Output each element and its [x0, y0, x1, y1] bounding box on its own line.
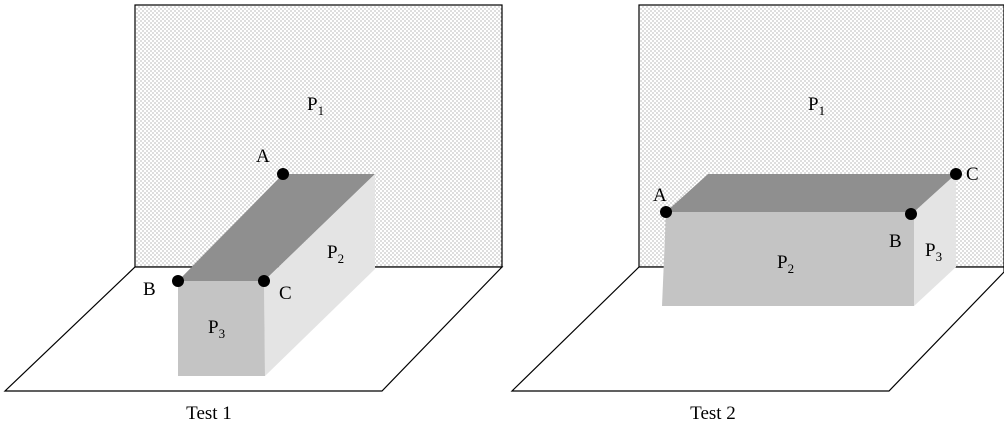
wall-label-sub: 1	[318, 103, 325, 118]
point-label-c: C	[279, 283, 292, 304]
face-label-sub: 3	[219, 326, 226, 341]
box-front-face-p2	[662, 212, 914, 306]
panel-test-1: P1 P2 P3 A B C Test 1	[3, 4, 504, 424]
face-label-sub: 3	[936, 249, 943, 264]
wall-label-p1: P1	[307, 94, 324, 118]
point-label-a: A	[256, 146, 270, 167]
point-label-b: B	[889, 231, 902, 252]
point-c	[258, 275, 270, 287]
face-label-sub: 2	[788, 261, 795, 276]
wall-label-p1: P1	[808, 94, 825, 118]
point-c	[950, 168, 962, 180]
face-label-main: P	[327, 242, 338, 263]
box-side-face-p2	[264, 174, 375, 376]
wall-label-main: P	[307, 94, 318, 115]
face-label-sub: 2	[338, 251, 345, 266]
face-label-main: P	[208, 317, 219, 338]
caption-test-2: Test 2	[690, 403, 736, 424]
box-side-face-p3	[914, 174, 956, 306]
wall-label-sub: 1	[819, 103, 826, 118]
face-label-p2: P2	[777, 252, 794, 276]
point-b	[172, 275, 184, 287]
point-label-c: C	[966, 164, 979, 185]
point-a	[277, 168, 289, 180]
face-label-main: P	[777, 252, 788, 273]
panel-test-2: P1 P2 P3 A B C Test 2	[510, 4, 1004, 424]
point-label-b: B	[143, 279, 156, 300]
wall-label-main: P	[808, 94, 819, 115]
box-top-face	[666, 174, 956, 212]
face-label-p3: P3	[208, 317, 225, 341]
point-a	[660, 206, 672, 218]
box-top-face	[178, 174, 375, 281]
box-front-face-p3	[178, 281, 265, 376]
face-label-p2: P2	[327, 242, 344, 266]
point-label-a: A	[653, 185, 667, 206]
face-label-main: P	[925, 240, 936, 261]
face-label-p3: P3	[925, 240, 942, 264]
point-b	[905, 208, 917, 220]
caption-test-1: Test 1	[186, 403, 232, 424]
